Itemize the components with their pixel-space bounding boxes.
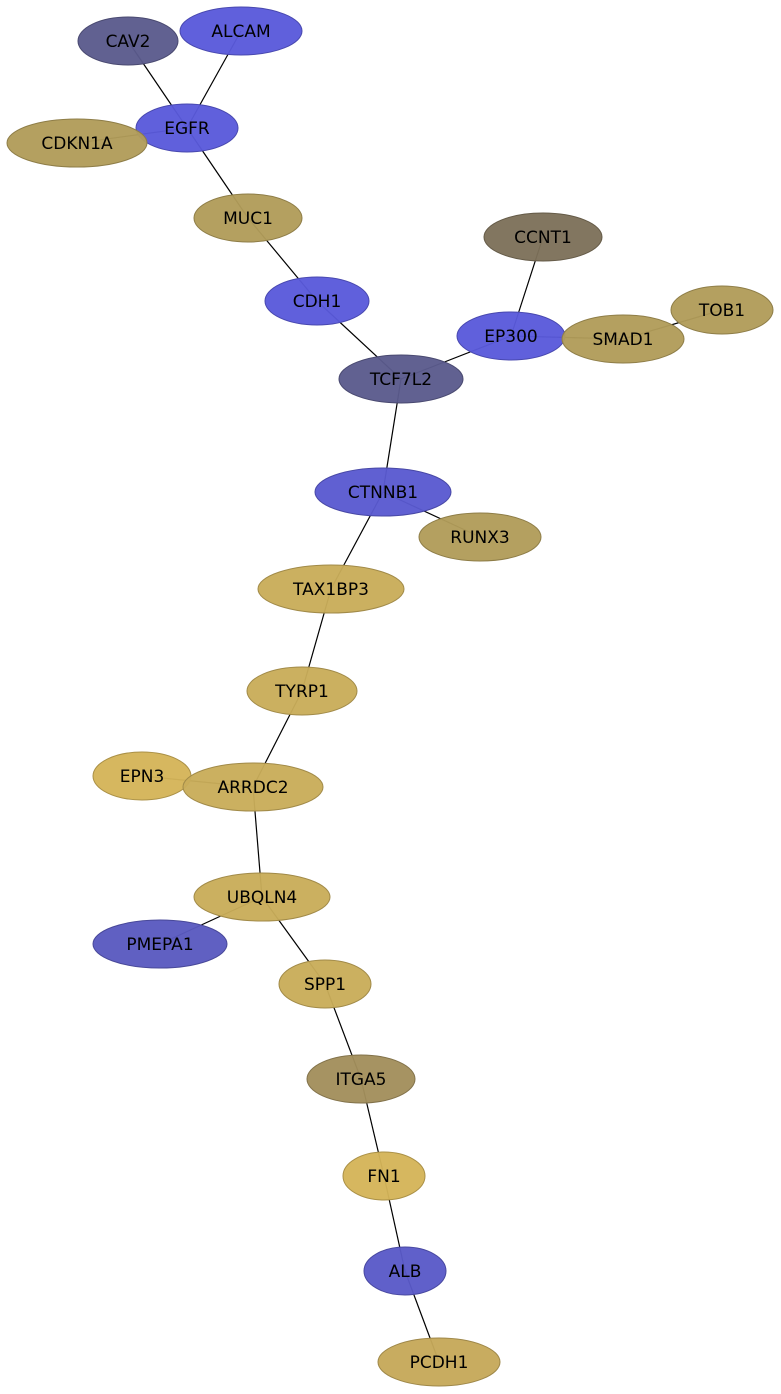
node-cav2[interactable]: CAV2 <box>77 16 179 66</box>
node-alb[interactable]: ALB <box>363 1246 447 1296</box>
node-label: CDH1 <box>293 292 342 312</box>
node-shape <box>264 276 370 326</box>
node-arrdc2[interactable]: ARRDC2 <box>182 762 324 812</box>
node-shape <box>483 212 603 262</box>
node-ctnnb1[interactable]: CTNNB1 <box>314 467 452 517</box>
node-label: TOB1 <box>698 301 745 321</box>
node-shape <box>246 666 358 716</box>
node-shape <box>6 118 148 168</box>
node-label: FN1 <box>367 1167 400 1187</box>
node-pcdh1[interactable]: PCDH1 <box>377 1337 501 1387</box>
node-label: TCF7L2 <box>369 370 432 390</box>
node-shape <box>418 512 542 562</box>
node-label: MUC1 <box>223 209 273 229</box>
node-ccnt1[interactable]: CCNT1 <box>483 212 603 262</box>
node-label: EGFR <box>164 119 210 139</box>
node-spp1[interactable]: SPP1 <box>278 959 372 1009</box>
node-shape <box>670 285 774 335</box>
node-cdh1[interactable]: CDH1 <box>264 276 370 326</box>
node-muc1[interactable]: MUC1 <box>193 193 303 243</box>
node-label: PCDH1 <box>410 1353 469 1373</box>
node-shape <box>363 1246 447 1296</box>
node-shape <box>278 959 372 1009</box>
node-tyrp1[interactable]: TYRP1 <box>246 666 358 716</box>
node-shape <box>314 467 452 517</box>
node-label: CCNT1 <box>514 228 572 248</box>
node-label: TAX1BP3 <box>292 580 369 600</box>
node-label: EPN3 <box>120 767 165 787</box>
node-label: UBQLN4 <box>227 888 298 908</box>
node-alcam[interactable]: ALCAM <box>179 6 303 56</box>
node-shape <box>561 314 685 364</box>
node-label: RUNX3 <box>450 528 509 548</box>
node-smad1[interactable]: SMAD1 <box>561 314 685 364</box>
node-shape <box>182 762 324 812</box>
node-shape <box>257 564 405 614</box>
node-shape <box>193 872 331 922</box>
node-shape <box>179 6 303 56</box>
node-shape <box>338 354 464 404</box>
node-label: ALCAM <box>211 22 270 42</box>
node-label: ITGA5 <box>335 1070 386 1090</box>
node-ep300[interactable]: EP300 <box>456 311 566 361</box>
node-tax1bp3[interactable]: TAX1BP3 <box>257 564 405 614</box>
node-label: EP300 <box>484 327 537 347</box>
node-shape <box>77 16 179 66</box>
node-epn3[interactable]: EPN3 <box>92 751 192 801</box>
node-shape <box>342 1151 426 1201</box>
node-label: TYRP1 <box>274 682 329 702</box>
node-label: CAV2 <box>106 32 151 52</box>
node-shape <box>193 193 303 243</box>
node-label: PMEPA1 <box>126 935 193 955</box>
node-label: ALB <box>389 1262 422 1282</box>
node-itga5[interactable]: ITGA5 <box>306 1054 416 1104</box>
node-label: CTNNB1 <box>348 483 418 503</box>
node-fn1[interactable]: FN1 <box>342 1151 426 1201</box>
node-label: ARRDC2 <box>217 778 288 798</box>
node-shape <box>92 919 228 969</box>
node-pmepa1[interactable]: PMEPA1 <box>92 919 228 969</box>
node-ubqln4[interactable]: UBQLN4 <box>193 872 331 922</box>
node-shape <box>377 1337 501 1387</box>
node-egfr[interactable]: EGFR <box>135 103 239 153</box>
node-cdkn1a[interactable]: CDKN1A <box>6 118 148 168</box>
node-label: SMAD1 <box>593 330 654 350</box>
node-shape <box>135 103 239 153</box>
node-label: SPP1 <box>304 975 346 995</box>
node-tcf7l2[interactable]: TCF7L2 <box>338 354 464 404</box>
node-label: CDKN1A <box>41 134 113 154</box>
node-tob1[interactable]: TOB1 <box>670 285 774 335</box>
node-shape <box>306 1054 416 1104</box>
node-runx3[interactable]: RUNX3 <box>418 512 542 562</box>
